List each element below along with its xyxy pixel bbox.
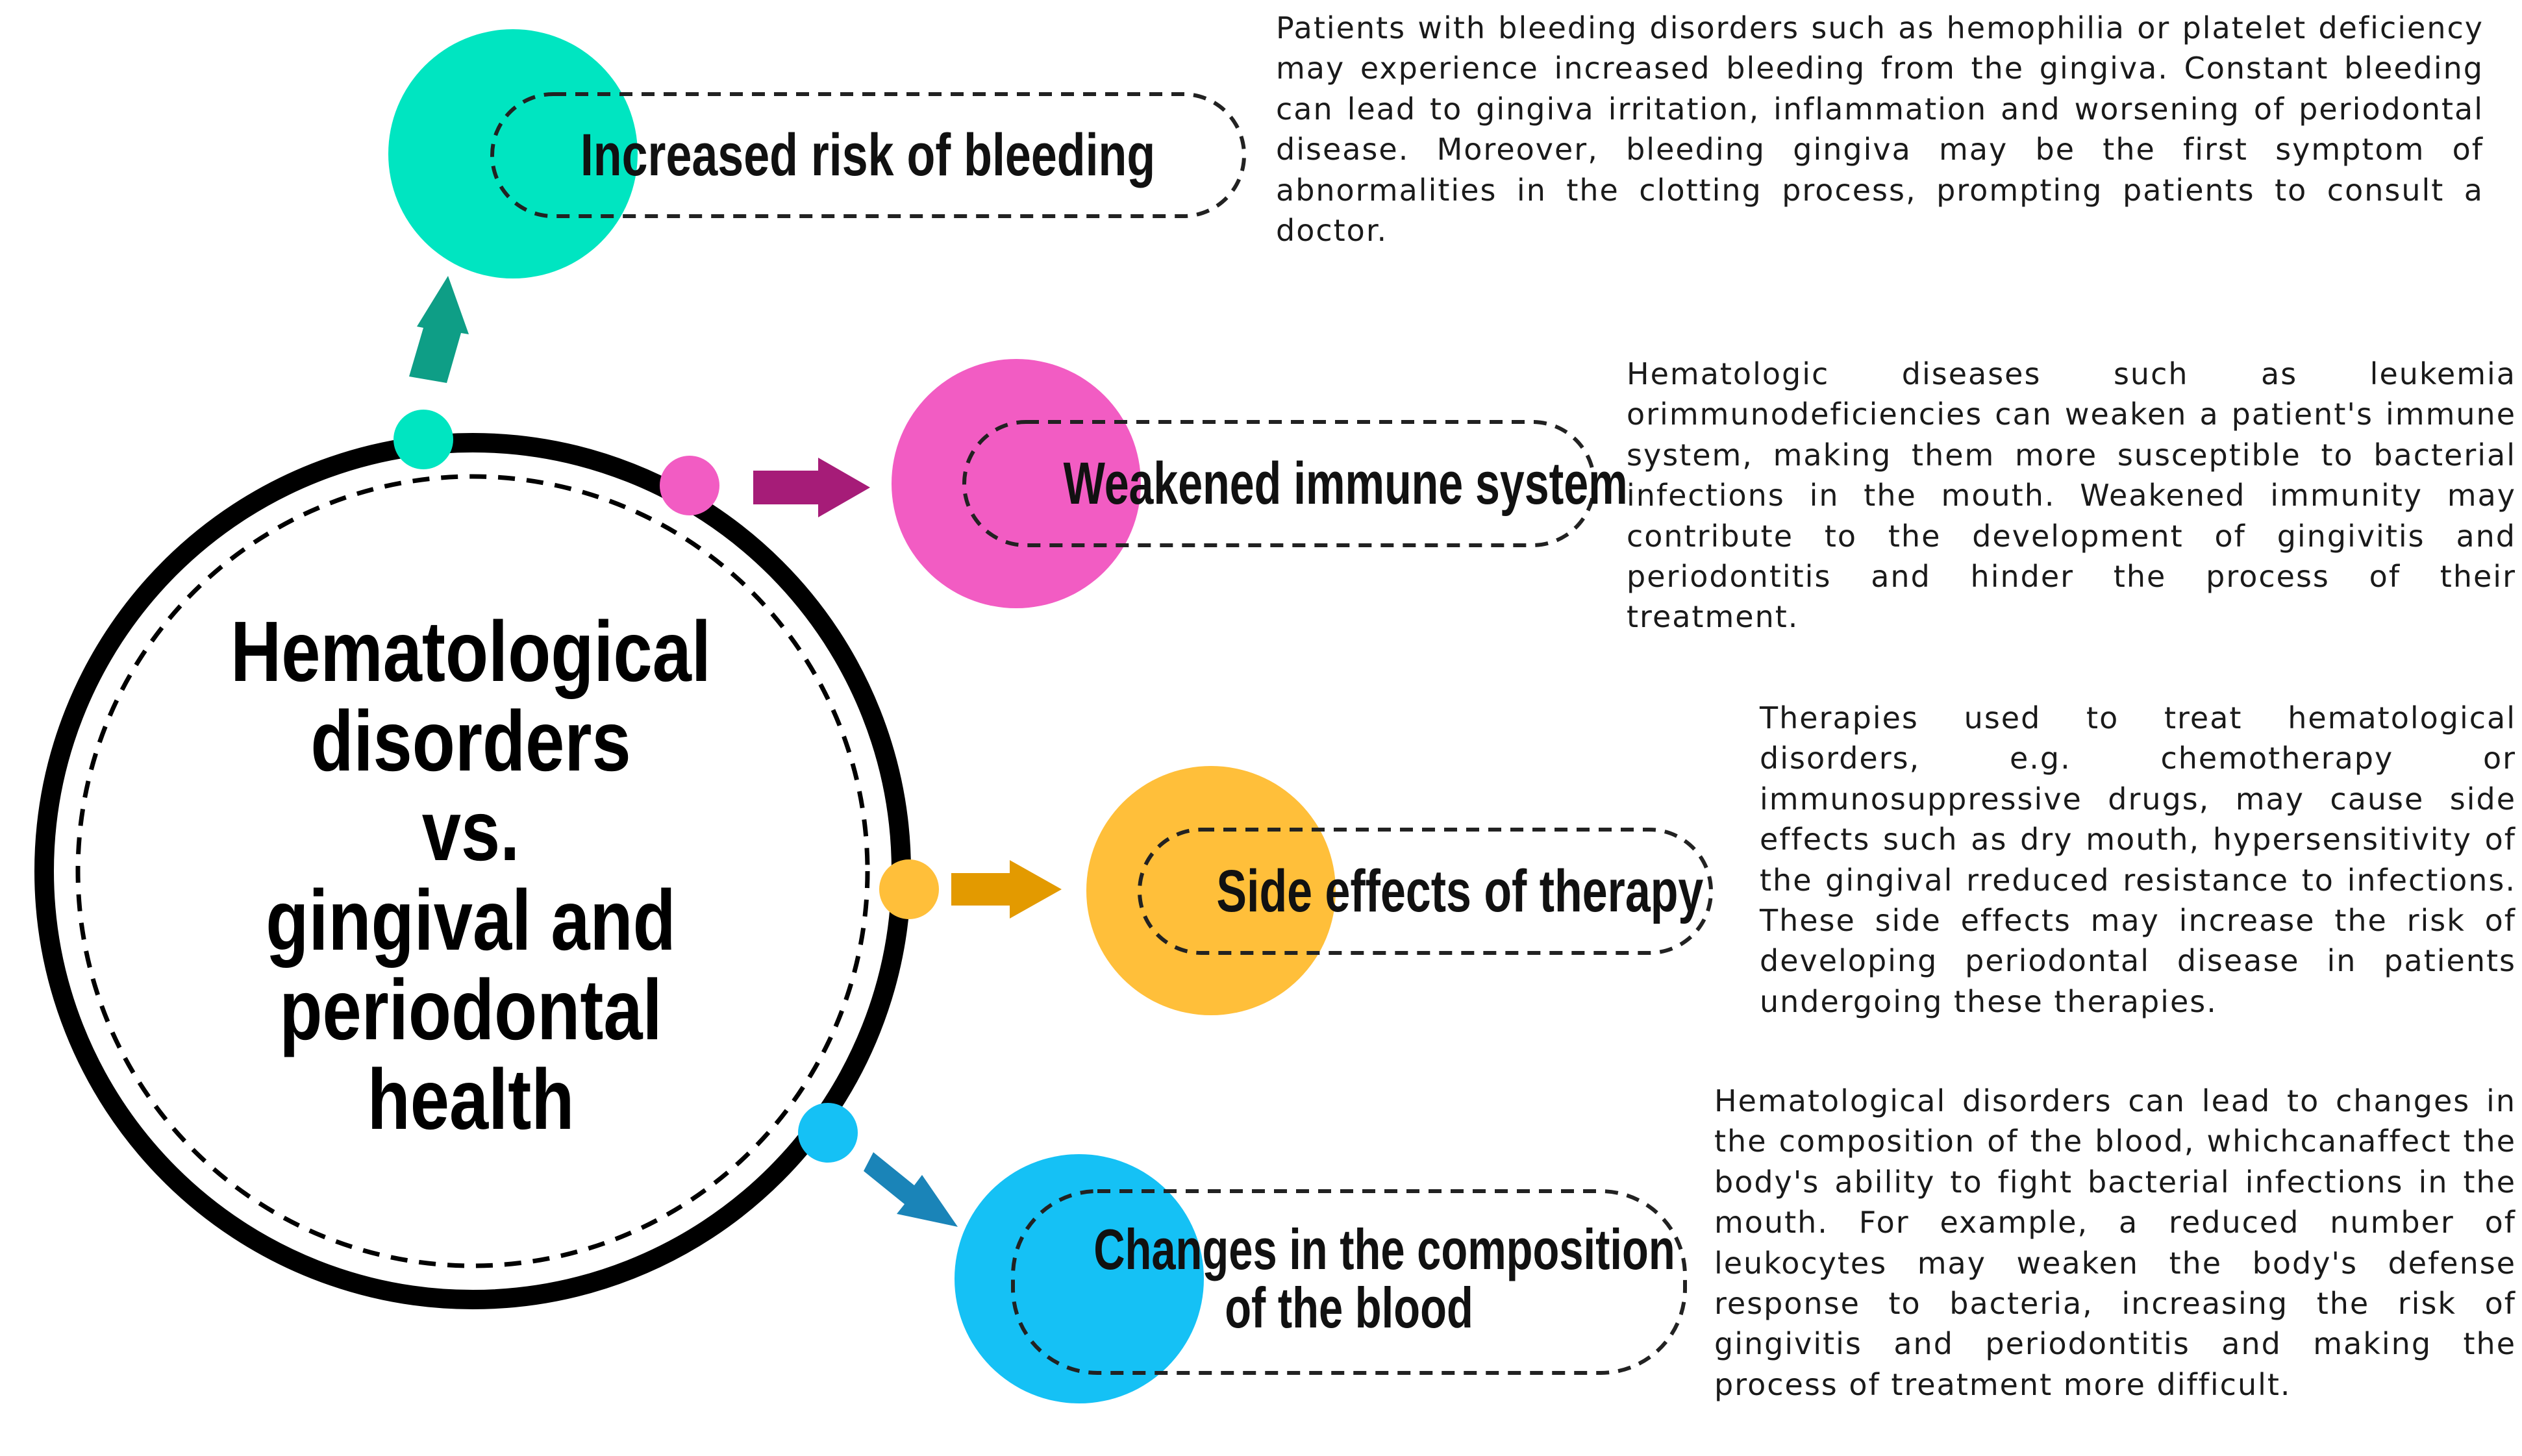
main-title-line: vs. [421,783,520,878]
therapy-description: Therapies used to treat hematological di… [1760,700,2516,1019]
blood-label-line-1: Changes in the composition [1093,1217,1675,1281]
blood-pill [1011,1189,1687,1375]
bleeding-connector-dot [393,410,453,469]
main-title-line: periodontal [279,962,662,1057]
main-ring-dashed [75,474,870,1268]
main-title-line: disorders [310,693,631,789]
bleeding-label-text: Increased risk of bleeding [581,122,1156,188]
blood-connector-dot [798,1103,858,1163]
item-bleeding [388,29,1246,469]
blood-label: Changes in the composition of the blood [1013,1220,1685,1337]
therapy-arrow [951,860,1062,919]
therapy-pill [1138,828,1713,955]
bleeding-pill [490,92,1246,218]
bleeding-arrow [409,276,469,383]
blood-description: Hematological disorders can lead to chan… [1714,1083,2516,1402]
item-therapy [879,766,1713,1015]
bleeding-description: Patients with bleeding disorders such as… [1276,10,2484,249]
bleeding-label: Increased risk of bleeding [492,94,1244,216]
therapy-label: Side effects of therapy [1140,830,1711,953]
blood-bubble [955,1154,1204,1403]
immune-arrow [753,458,870,517]
therapy-label-text: Side effects of therapy [1216,858,1704,924]
main-title-line: gingival and [266,872,676,968]
item-immune [660,359,1596,608]
main-title: Hematological disorders vs. gingival and… [165,607,777,1144]
immune-label: Weakened immune system [964,422,1628,545]
blood-label-line-2: of the blood [1225,1276,1473,1340]
therapy-connector-dot [879,859,939,919]
bleeding-bubble [388,29,638,278]
immune-label-text: Weakened immune system [1063,450,1628,517]
immune-description: Hematologic diseases such as leukemia or… [1627,356,2516,635]
immune-connector-dot [660,456,719,515]
main-title-line: health [367,1052,575,1147]
main-title-line: Hematological [231,604,711,699]
item-blood [798,1103,1687,1403]
immune-pill [962,420,1596,547]
blood-arrow [864,1152,958,1227]
